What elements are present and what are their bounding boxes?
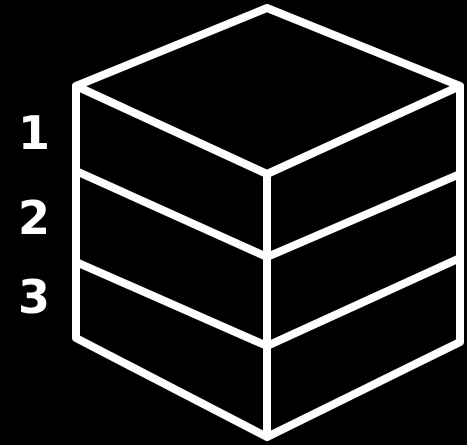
layer-label-1: 1 — [17, 106, 50, 160]
right-divider-1 — [263, 170, 464, 261]
left-divider-1 — [72, 167, 271, 261]
cube-top-face — [72, 4, 464, 178]
layer-label-2: 2 — [17, 191, 50, 245]
cube-right-face — [263, 82, 464, 441]
right-divider-2 — [263, 254, 464, 350]
cube-left-face — [72, 82, 271, 441]
left-divider-2 — [72, 258, 271, 350]
layer-label-3: 3 — [17, 270, 50, 324]
